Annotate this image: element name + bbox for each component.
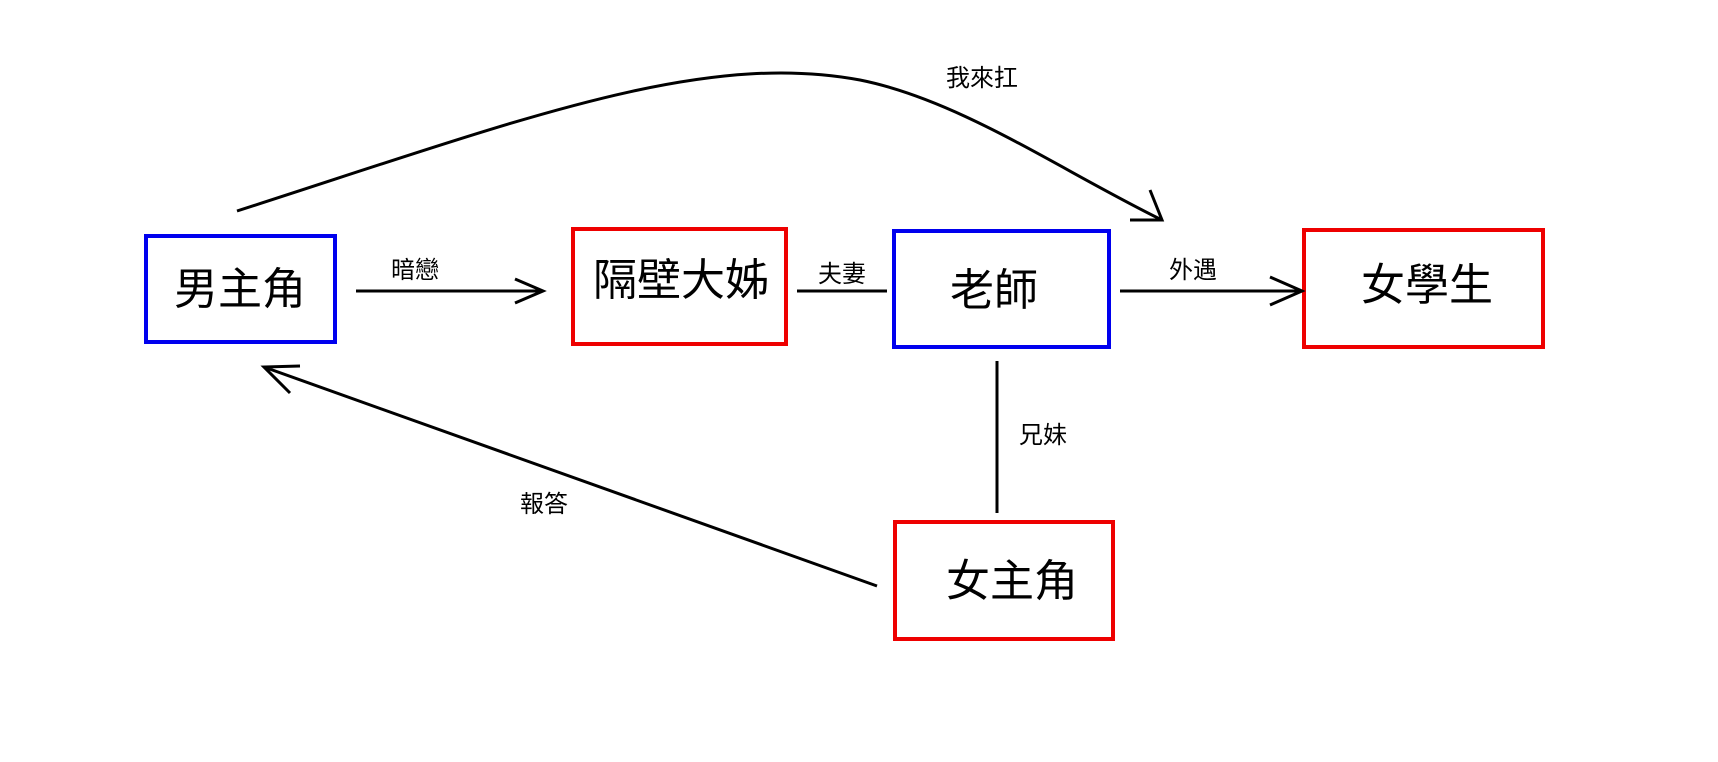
node-female-lead-label: 女主角 — [946, 556, 1078, 607]
node-male-lead-box — [144, 234, 337, 344]
edge-take-the-blame-arrow — [236, 71, 1165, 222]
node-female-lead-box — [893, 520, 1115, 641]
node-teacher-label: 老師 — [950, 265, 1038, 316]
edge-repay-label: 報答 — [520, 490, 568, 518]
node-male-lead-label: 男主角 — [174, 264, 306, 315]
edge-affair-arrow — [1120, 275, 1306, 307]
edge-secret-love-arrow — [356, 277, 547, 305]
edge-take-the-blame-label: 我來扛 — [946, 64, 1018, 92]
node-female-student-box — [1302, 228, 1545, 349]
edge-repay-arrow — [260, 364, 878, 588]
edge-affair-label: 外遇 — [1169, 256, 1217, 284]
node-teacher-box — [892, 229, 1111, 349]
edge-siblings-label: 兄妹 — [1019, 421, 1067, 449]
node-neighbor-sister-box — [571, 227, 788, 346]
edge-spouses-label: 夫妻 — [818, 260, 866, 288]
node-neighbor-sister-label: 隔壁大姊 — [593, 255, 769, 306]
node-female-student-label: 女學生 — [1361, 260, 1493, 311]
edge-secret-love-label: 暗戀 — [391, 256, 439, 284]
